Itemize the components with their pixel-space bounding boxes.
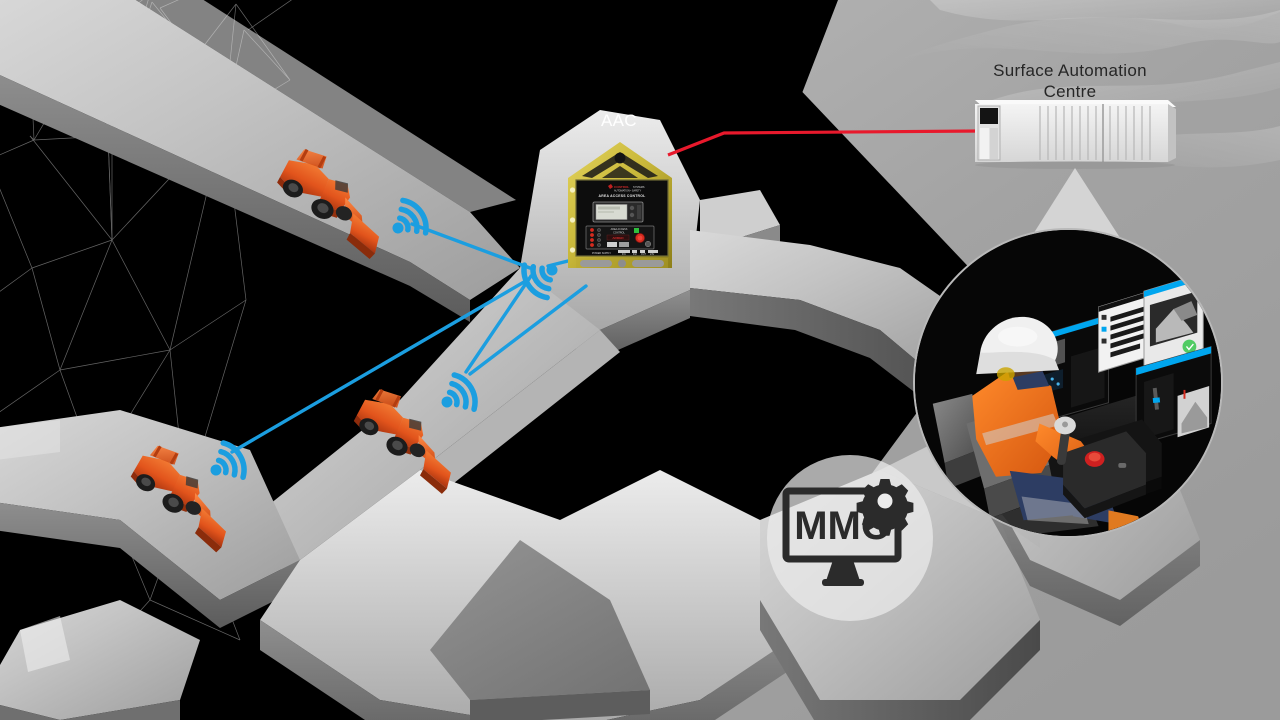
drift-lower-left: [0, 410, 300, 628]
drift-arm-left: [0, 600, 200, 720]
monitor-stand: [826, 560, 860, 581]
aac-panel[interactable]: CONTROL SYSTEMS AUTOMATION • SAFETY AREA…: [562, 138, 682, 278]
remote-operator-station: [913, 228, 1223, 538]
wifi-node-lower-left: [210, 440, 247, 480]
link-middrift-to-aac: [468, 284, 588, 376]
aac-display-module: [592, 201, 644, 223]
wifi-node-mid-drift: [441, 372, 478, 412]
joystick-console: [1054, 416, 1146, 519]
drift-lower-hub: [260, 470, 820, 720]
svg-text:AREA ACCESS: AREA ACCESS: [611, 228, 628, 231]
link-junction-to-lowerleft: [230, 280, 526, 454]
mmc-badge[interactable]: MMC: [767, 455, 933, 621]
aac-handle-left: [580, 260, 612, 267]
svg-text:ARMED: ARMED: [612, 236, 624, 240]
svg-text:CONTROL: CONTROL: [614, 185, 629, 189]
drift-upper-left: [0, 0, 520, 322]
aac-handle-right: [632, 260, 664, 267]
monitor-screen-2: [1098, 290, 1151, 373]
aac-control-subpanel: AREA ACCESS CONTROL ARMED: [585, 225, 655, 250]
aac-terminal-row: POWER SUPPLY IN1 IN2 OUT 24V: [592, 250, 658, 256]
aac-brand-logo: CONTROL SYSTEMS AUTOMATION • SAFETY: [608, 184, 645, 193]
svg-text:24V: 24V: [650, 253, 655, 256]
svg-text:CONTROL: CONTROL: [613, 232, 625, 235]
aac-to-surface-line: [667, 129, 981, 157]
svg-text:POWER SUPPLY: POWER SUPPLY: [592, 252, 611, 255]
sac-label-line1: Surface Automation: [993, 61, 1147, 80]
gear-icon: [856, 479, 914, 536]
wifi-node-loader-top: [392, 197, 429, 236]
svg-text:SYSTEMS: SYSTEMS: [633, 186, 645, 189]
surface-automation-centre-label: Surface Automation Centre: [935, 60, 1205, 103]
svg-text:IN2: IN2: [633, 253, 637, 256]
svg-text:IN1: IN1: [622, 253, 626, 256]
surface-automation-container: [975, 100, 1176, 169]
sac-label-line2: Centre: [1043, 82, 1097, 102]
wifi-node-junction: [521, 262, 558, 301]
link-junction-to-middrift: [464, 274, 533, 374]
svg-text:OUT: OUT: [641, 253, 647, 256]
wireless-link-lines: [230, 222, 614, 454]
drift-right: [690, 230, 985, 404]
aac-label: AAC: [601, 111, 637, 130]
svg-text:AUTOMATION • SAFETY: AUTOMATION • SAFETY: [614, 190, 642, 193]
link-topnode-to-junction: [410, 222, 532, 270]
monitor-screen-4: [1135, 345, 1212, 446]
aac-title: AREA ACCESS CONTROL: [599, 194, 646, 198]
